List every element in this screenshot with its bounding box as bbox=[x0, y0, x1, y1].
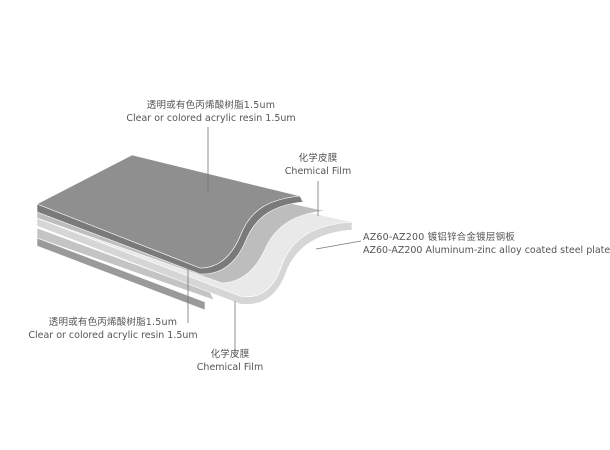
leader-steel bbox=[315, 240, 362, 250]
label-bottom-chemical-film-en: Chemical Film bbox=[196, 362, 264, 373]
label-bottom-chemical-film-cn: 化学皮膜 bbox=[210, 349, 250, 360]
label-top-acrylic-resin-cn: 透明或有色丙烯酸树脂1.5um bbox=[146, 100, 276, 111]
label-bottom-acrylic-resin: 透明或有色丙烯酸树脂1.5um Clear or colored acrylic… bbox=[28, 316, 198, 342]
label-top-acrylic-resin-en: Clear or colored acrylic resin 1.5um bbox=[126, 113, 296, 124]
bottom-chemical-film-layer bbox=[36, 227, 215, 301]
label-top-chemical-film: 化学皮膜 Chemical Film bbox=[268, 152, 368, 178]
label-bottom-chemical-film: 化学皮膜 Chemical Film bbox=[180, 348, 280, 374]
label-steel-plate-cn: AZ60-AZ200 镀铝锌合金镀层钢板 bbox=[363, 232, 515, 243]
label-bottom-acrylic-resin-en: Clear or colored acrylic resin 1.5um bbox=[28, 330, 198, 341]
label-steel-plate-en: AZ60-AZ200 Aluminum-zinc alloy coated st… bbox=[363, 245, 610, 256]
top-resin-top bbox=[36, 154, 301, 269]
leader-lines bbox=[187, 127, 362, 356]
label-bottom-acrylic-resin-cn: 透明或有色丙烯酸树脂1.5um bbox=[48, 317, 178, 328]
label-top-chemical-film-cn: 化学皮膜 bbox=[298, 153, 338, 164]
bottom-resin-layer bbox=[36, 237, 206, 311]
label-top-acrylic-resin: 透明或有色丙烯酸树脂1.5um Clear or colored acrylic… bbox=[126, 99, 296, 125]
label-top-chemical-film-en: Chemical Film bbox=[284, 166, 352, 177]
label-steel-plate: AZ60-AZ200 镀铝锌合金镀层钢板 AZ60-AZ200 Aluminum… bbox=[363, 231, 610, 257]
